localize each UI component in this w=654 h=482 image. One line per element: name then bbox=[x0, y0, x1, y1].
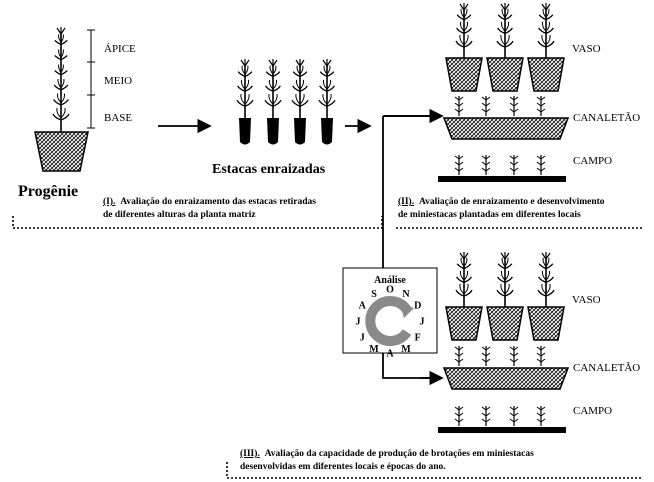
caption-II-number: (II). bbox=[398, 196, 414, 207]
cutting-stem bbox=[291, 59, 309, 118]
month-letter: M bbox=[401, 344, 411, 355]
mother-plant-icon bbox=[52, 27, 70, 132]
rooted-cutting bbox=[264, 59, 282, 145]
cycle-arrowhead-icon bbox=[400, 304, 414, 318]
caption-III-underline bbox=[226, 462, 642, 479]
seedling-icon bbox=[481, 406, 491, 426]
seedling-icon bbox=[481, 346, 491, 366]
pot-plant-stem bbox=[496, 3, 514, 58]
caption-III-line2: desenvolvidas em diferentes locais e épo… bbox=[240, 462, 446, 472]
seedling-icon bbox=[509, 155, 519, 175]
seedling-icon bbox=[481, 96, 491, 116]
gutter-top bbox=[442, 117, 570, 140]
gutter-plants-top bbox=[454, 96, 546, 116]
apex-label: ÁPICE bbox=[104, 43, 136, 55]
seedling-icon bbox=[536, 96, 546, 116]
seedling-icon bbox=[536, 155, 546, 175]
month-letter: M bbox=[369, 344, 379, 355]
cycle-arrow-icon bbox=[365, 296, 412, 346]
progeny-label: Progênie bbox=[18, 183, 78, 200]
svg-text:(III). Avaliação da capa: (III). Avaliação da capacidade de produç… bbox=[240, 448, 534, 459]
field-bar-bottom bbox=[438, 427, 566, 433]
seedling-icon bbox=[536, 346, 546, 366]
gutter-plants-bottom bbox=[454, 346, 546, 366]
caption-I: (I). Avaliação do enraizamento das estac… bbox=[12, 196, 383, 229]
seedling-icon bbox=[454, 155, 464, 175]
mother-plant-pot bbox=[34, 131, 89, 172]
rooted-cutting bbox=[318, 59, 336, 145]
seedling-icon bbox=[481, 155, 491, 175]
pot-with-plant bbox=[486, 252, 524, 341]
caption-I-underline bbox=[12, 216, 383, 229]
gutter-label-bottom: CANALETÃO bbox=[573, 362, 640, 374]
pot-label-bottom: VASO bbox=[572, 294, 601, 306]
svg-text:(I). Avaliação do enraiz: (I). Avaliação do enraizamento das estac… bbox=[103, 196, 316, 207]
analysis-title: Análise bbox=[374, 275, 406, 286]
seedling-icon bbox=[509, 96, 519, 116]
pot-plant-stem bbox=[496, 252, 514, 307]
pot-with-plant bbox=[445, 252, 483, 341]
gutter-label-top: CANALETÃO bbox=[573, 112, 640, 124]
field-label-top: CAMPO bbox=[573, 155, 612, 167]
rooted-cuttings-label: Estacas enraizadas bbox=[212, 162, 326, 177]
cutting-stem bbox=[236, 59, 254, 118]
month-letter: A bbox=[386, 349, 394, 360]
caption-II: (II). Avaliação de enraizamento e desenv… bbox=[396, 196, 644, 229]
rooted-cuttings-group bbox=[236, 59, 336, 145]
caption-I-line2: de diferentes alturas da planta matriz bbox=[103, 210, 256, 220]
rooted-cutting bbox=[291, 59, 309, 145]
pot-group-bottom bbox=[445, 252, 565, 341]
branch-connector bbox=[382, 115, 440, 268]
seedling-icon bbox=[509, 406, 519, 426]
caption-I-line1: Avaliação do enraizamento das estacas re… bbox=[120, 197, 316, 207]
month-letter: O bbox=[386, 285, 394, 296]
pot-with-plant bbox=[445, 3, 483, 92]
height-bracket bbox=[87, 29, 95, 129]
caption-III-line1: Avaliação da capacidade de produção de b… bbox=[265, 449, 534, 459]
seedling-icon bbox=[454, 96, 464, 116]
field-label-bottom: CAMPO bbox=[573, 405, 612, 417]
caption-III-number: (III). bbox=[240, 448, 260, 459]
seedling-icon bbox=[454, 406, 464, 426]
pot-plant-stem bbox=[455, 3, 473, 58]
gutter-bottom bbox=[442, 367, 570, 390]
field-plants-bottom bbox=[454, 406, 546, 426]
month-letter: A bbox=[359, 301, 367, 312]
seedling-icon bbox=[454, 346, 464, 366]
cutting-stem bbox=[318, 59, 336, 118]
caption-I-number: (I). bbox=[103, 196, 115, 207]
month-letter: J bbox=[420, 317, 425, 328]
month-letter: F bbox=[415, 333, 421, 344]
pot-plant-stem bbox=[537, 252, 555, 307]
field-bar-top bbox=[438, 176, 566, 182]
month-letter: J bbox=[356, 317, 361, 328]
pot-with-plant bbox=[527, 3, 565, 92]
month-letter: S bbox=[371, 289, 377, 300]
month-letter: J bbox=[360, 333, 365, 344]
pot-label-top: VASO bbox=[572, 43, 601, 55]
month-letter: D bbox=[414, 301, 421, 312]
caption-III: (III). Avaliação da capacidade de produç… bbox=[226, 448, 642, 479]
pot-plant-stem bbox=[537, 3, 555, 58]
caption-II-line2: de miniestacas plantadas em diferentes l… bbox=[398, 210, 581, 220]
pot-with-plant bbox=[527, 252, 565, 341]
seedling-icon bbox=[536, 406, 546, 426]
seedling-icon bbox=[509, 346, 519, 366]
field-plants-top bbox=[454, 155, 546, 175]
month-letter: N bbox=[402, 289, 410, 300]
pot-group-top bbox=[445, 3, 565, 92]
cutting-stem bbox=[264, 59, 282, 118]
base-label: BASE bbox=[104, 112, 132, 124]
svg-text:(II). Avaliação de enrai: (II). Avaliação de enraizamento e desenv… bbox=[398, 196, 605, 207]
pot-plant-stem bbox=[455, 252, 473, 307]
middle-label: MEIO bbox=[104, 75, 132, 87]
caption-II-line1: Avaliação de enraizamento e desenvolvime… bbox=[419, 197, 605, 207]
pot-with-plant bbox=[486, 3, 524, 92]
mother-plant-stem bbox=[52, 27, 70, 132]
rooted-cutting bbox=[236, 59, 254, 145]
